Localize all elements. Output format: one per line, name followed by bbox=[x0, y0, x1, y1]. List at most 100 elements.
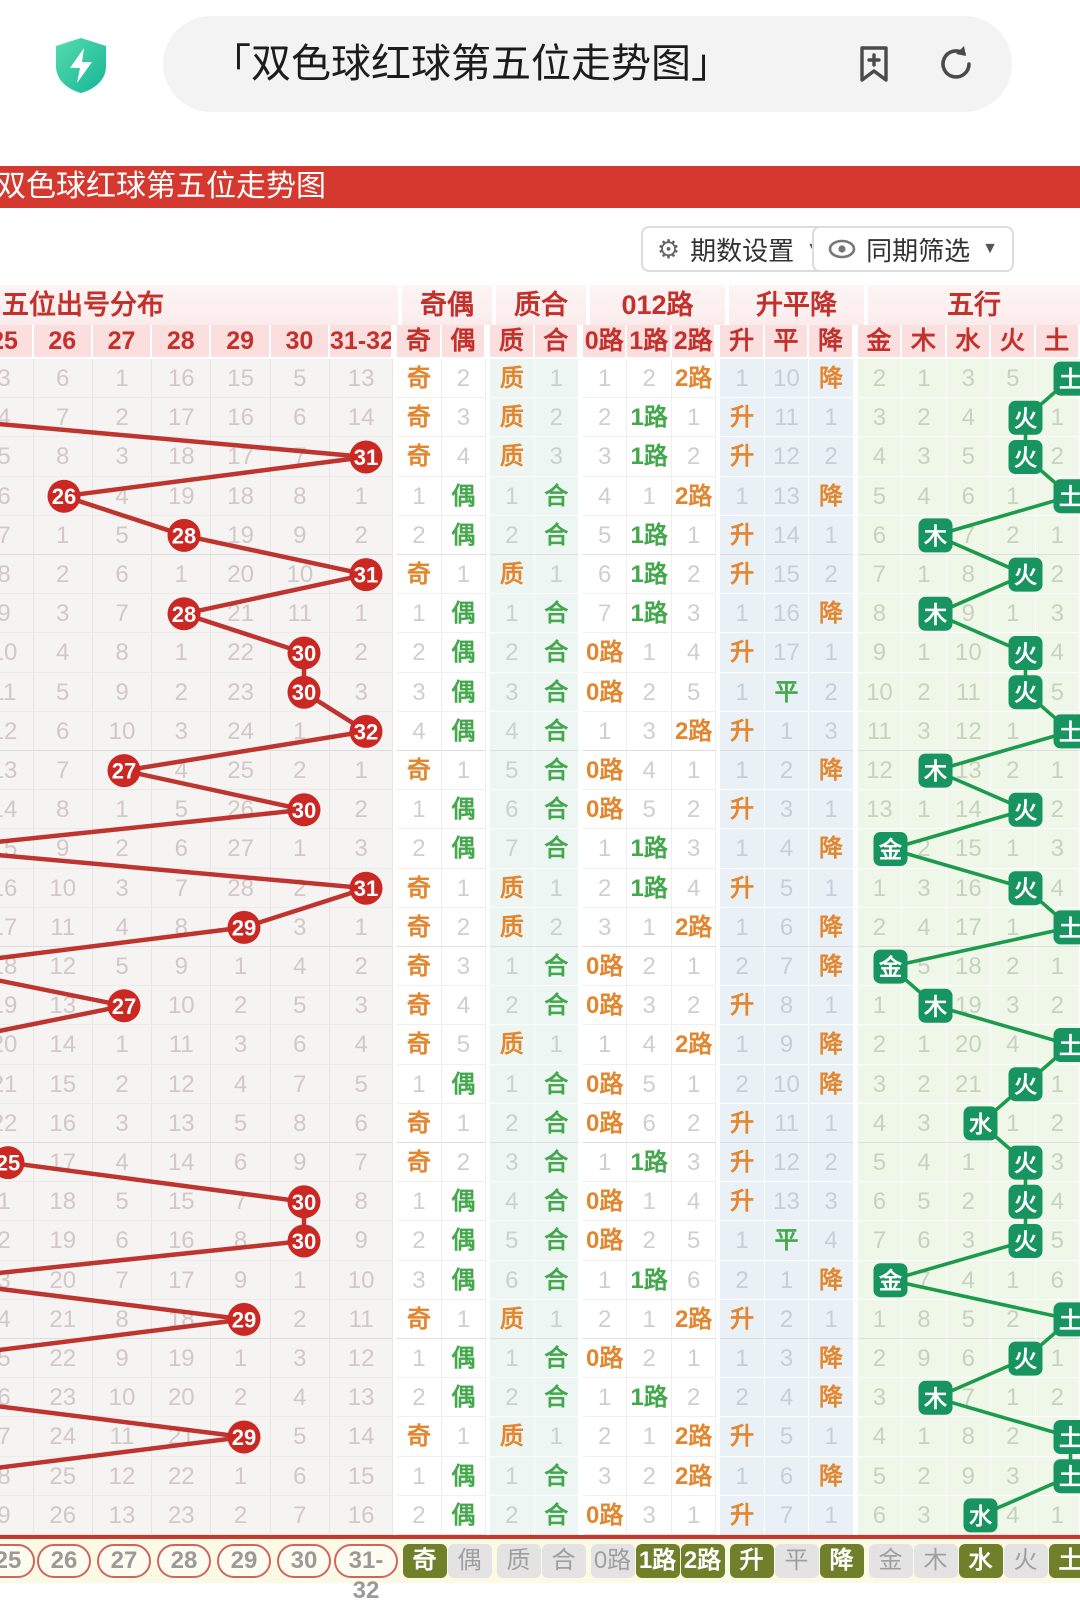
summary-chip[interactable]: 0路 bbox=[590, 1544, 635, 1578]
col-header: 31-32 bbox=[330, 325, 394, 357]
col-header: 质 bbox=[490, 325, 535, 357]
zh-cell: 合 bbox=[534, 829, 580, 869]
same-period-filter-button[interactable]: 同期筛选 ▼ bbox=[812, 226, 1014, 272]
summary-number-pill[interactable]: 31-32 bbox=[334, 1544, 398, 1604]
wx-cell bbox=[1035, 907, 1080, 947]
shield-lightning-logo bbox=[56, 38, 106, 93]
summary-number-pill[interactable]: 27 bbox=[97, 1544, 151, 1578]
oe-cell: 1 bbox=[397, 476, 442, 516]
summary-chip[interactable]: 偶 bbox=[447, 1544, 492, 1578]
spj-cell: 1 bbox=[809, 1417, 854, 1457]
miss-count-cell: 9 bbox=[152, 947, 212, 987]
lu-cell: 4 bbox=[627, 751, 672, 791]
miss-count-cell: 4 bbox=[152, 751, 212, 791]
miss-count-cell: 1 bbox=[92, 359, 153, 399]
miss-count-cell: 16 bbox=[211, 398, 271, 438]
spj-cell: 升 bbox=[720, 1417, 765, 1457]
miss-count-cell: 19 bbox=[152, 476, 212, 516]
miss-count-cell: 6 bbox=[33, 711, 93, 751]
lu-cell: 0路 bbox=[582, 947, 628, 987]
wx-cell: 6 bbox=[857, 1182, 903, 1222]
summary-chip[interactable]: 火 bbox=[1003, 1544, 1048, 1578]
period-settings-button[interactable]: ⚙ 期数设置 ▼ bbox=[640, 226, 838, 272]
zh-cell: 合 bbox=[534, 1103, 580, 1143]
miss-count-cell: 16 bbox=[33, 1103, 93, 1143]
summary-chip[interactable]: 金 bbox=[868, 1544, 913, 1578]
lu-cell: 4 bbox=[671, 1182, 717, 1222]
summary-number-pill[interactable]: 29 bbox=[217, 1544, 271, 1578]
lu-cell: 6 bbox=[671, 1260, 717, 1300]
wx-cell: 3 bbox=[1035, 829, 1080, 869]
oe-cell: 1 bbox=[441, 1103, 487, 1143]
table-row: 825122216151偶1合322路16降5293 bbox=[0, 1456, 1080, 1496]
miss-count-cell: 1 bbox=[92, 790, 153, 830]
summary-chip[interactable]: 降 bbox=[819, 1544, 864, 1578]
miss-count-cell: 1 bbox=[92, 1025, 153, 1065]
wx-cell: 1 bbox=[857, 986, 903, 1026]
miss-count-cell: 2 bbox=[211, 986, 271, 1026]
wx-cell: 6 bbox=[902, 1221, 947, 1261]
summary-chip[interactable]: 平 bbox=[774, 1544, 819, 1578]
miss-count-cell: 2 bbox=[211, 1495, 271, 1535]
wx-cell: 3 bbox=[1035, 594, 1080, 634]
lu-cell: 3 bbox=[671, 829, 717, 869]
summary-chip[interactable]: 土 bbox=[1048, 1544, 1080, 1578]
col-header: 水 bbox=[946, 325, 992, 357]
wx-cell: 1 bbox=[946, 1143, 992, 1183]
summary-number-pill[interactable]: 28 bbox=[157, 1544, 211, 1578]
summary-chip[interactable]: 奇 bbox=[402, 1544, 447, 1578]
summary-number-pill[interactable]: 26 bbox=[37, 1544, 91, 1578]
oe-cell: 1 bbox=[397, 1182, 442, 1222]
miss-count-cell: 7 bbox=[152, 868, 212, 908]
wx-cell: 2 bbox=[991, 1417, 1036, 1457]
summary-chip[interactable]: 1路 bbox=[635, 1544, 680, 1578]
miss-count-cell: 22 bbox=[0, 1103, 34, 1143]
wx-cell bbox=[902, 751, 947, 791]
miss-count-cell: 20 bbox=[33, 1260, 93, 1300]
summary-chip[interactable]: 2路 bbox=[680, 1544, 725, 1578]
summary-number-pill[interactable]: 25 bbox=[0, 1544, 35, 1578]
oe-cell: 偶 bbox=[441, 1495, 487, 1535]
lu-cell: 2 bbox=[582, 1417, 628, 1457]
summary-chip[interactable]: 质 bbox=[496, 1544, 541, 1578]
wx-cell: 3 bbox=[902, 868, 947, 908]
summary-number-pill[interactable]: 30 bbox=[277, 1544, 331, 1578]
oe-cell: 偶 bbox=[441, 1378, 487, 1418]
wx-cell: 2 bbox=[902, 398, 947, 438]
wx-cell bbox=[1035, 1456, 1080, 1496]
miss-count-cell: 4 bbox=[270, 947, 330, 987]
spj-cell: 1 bbox=[809, 1299, 854, 1339]
miss-count-cell bbox=[152, 594, 212, 634]
oe-cell: 3 bbox=[397, 1260, 442, 1300]
zh-cell: 合 bbox=[534, 751, 580, 791]
wx-cell: 2 bbox=[902, 1064, 947, 1104]
summary-chip[interactable]: 升 bbox=[729, 1544, 774, 1578]
oe-cell: 偶 bbox=[441, 515, 487, 555]
summary-chip[interactable]: 木 bbox=[913, 1544, 958, 1578]
refresh-icon[interactable] bbox=[936, 44, 976, 84]
col-header: 木 bbox=[902, 325, 947, 357]
miss-count-cell: 1 bbox=[152, 633, 212, 673]
browser-top-bar: 「双色球红球第五位走势图」 bbox=[0, 0, 1080, 130]
summary-chip[interactable]: 合 bbox=[541, 1544, 586, 1578]
spj-cell: 升 bbox=[720, 986, 765, 1026]
wx-cell: 1 bbox=[991, 711, 1036, 751]
miss-count-cell: 7 bbox=[270, 437, 330, 477]
miss-count-cell: 14 bbox=[152, 1143, 212, 1183]
table-row: 21152124751偶1合0路51210降32211 bbox=[0, 1064, 1080, 1104]
wx-cell bbox=[902, 986, 947, 1026]
wx-cell bbox=[1035, 1417, 1080, 1457]
lu-cell: 1路 bbox=[627, 1143, 672, 1183]
miss-count-cell: 4 bbox=[0, 398, 34, 438]
oe-cell: 奇 bbox=[397, 398, 442, 438]
summary-chip[interactable]: 水 bbox=[958, 1544, 1003, 1578]
bookmark-add-icon[interactable] bbox=[854, 44, 894, 84]
miss-count-cell: 2 bbox=[330, 515, 394, 555]
wx-cell: 1 bbox=[902, 1025, 947, 1065]
miss-count-cell: 13 bbox=[152, 1103, 212, 1143]
search-bar[interactable]: 「双色球红球第五位走势图」 bbox=[163, 16, 1012, 112]
oe-cell: 2 bbox=[441, 1143, 487, 1183]
miss-count-cell: 3 bbox=[330, 672, 394, 712]
